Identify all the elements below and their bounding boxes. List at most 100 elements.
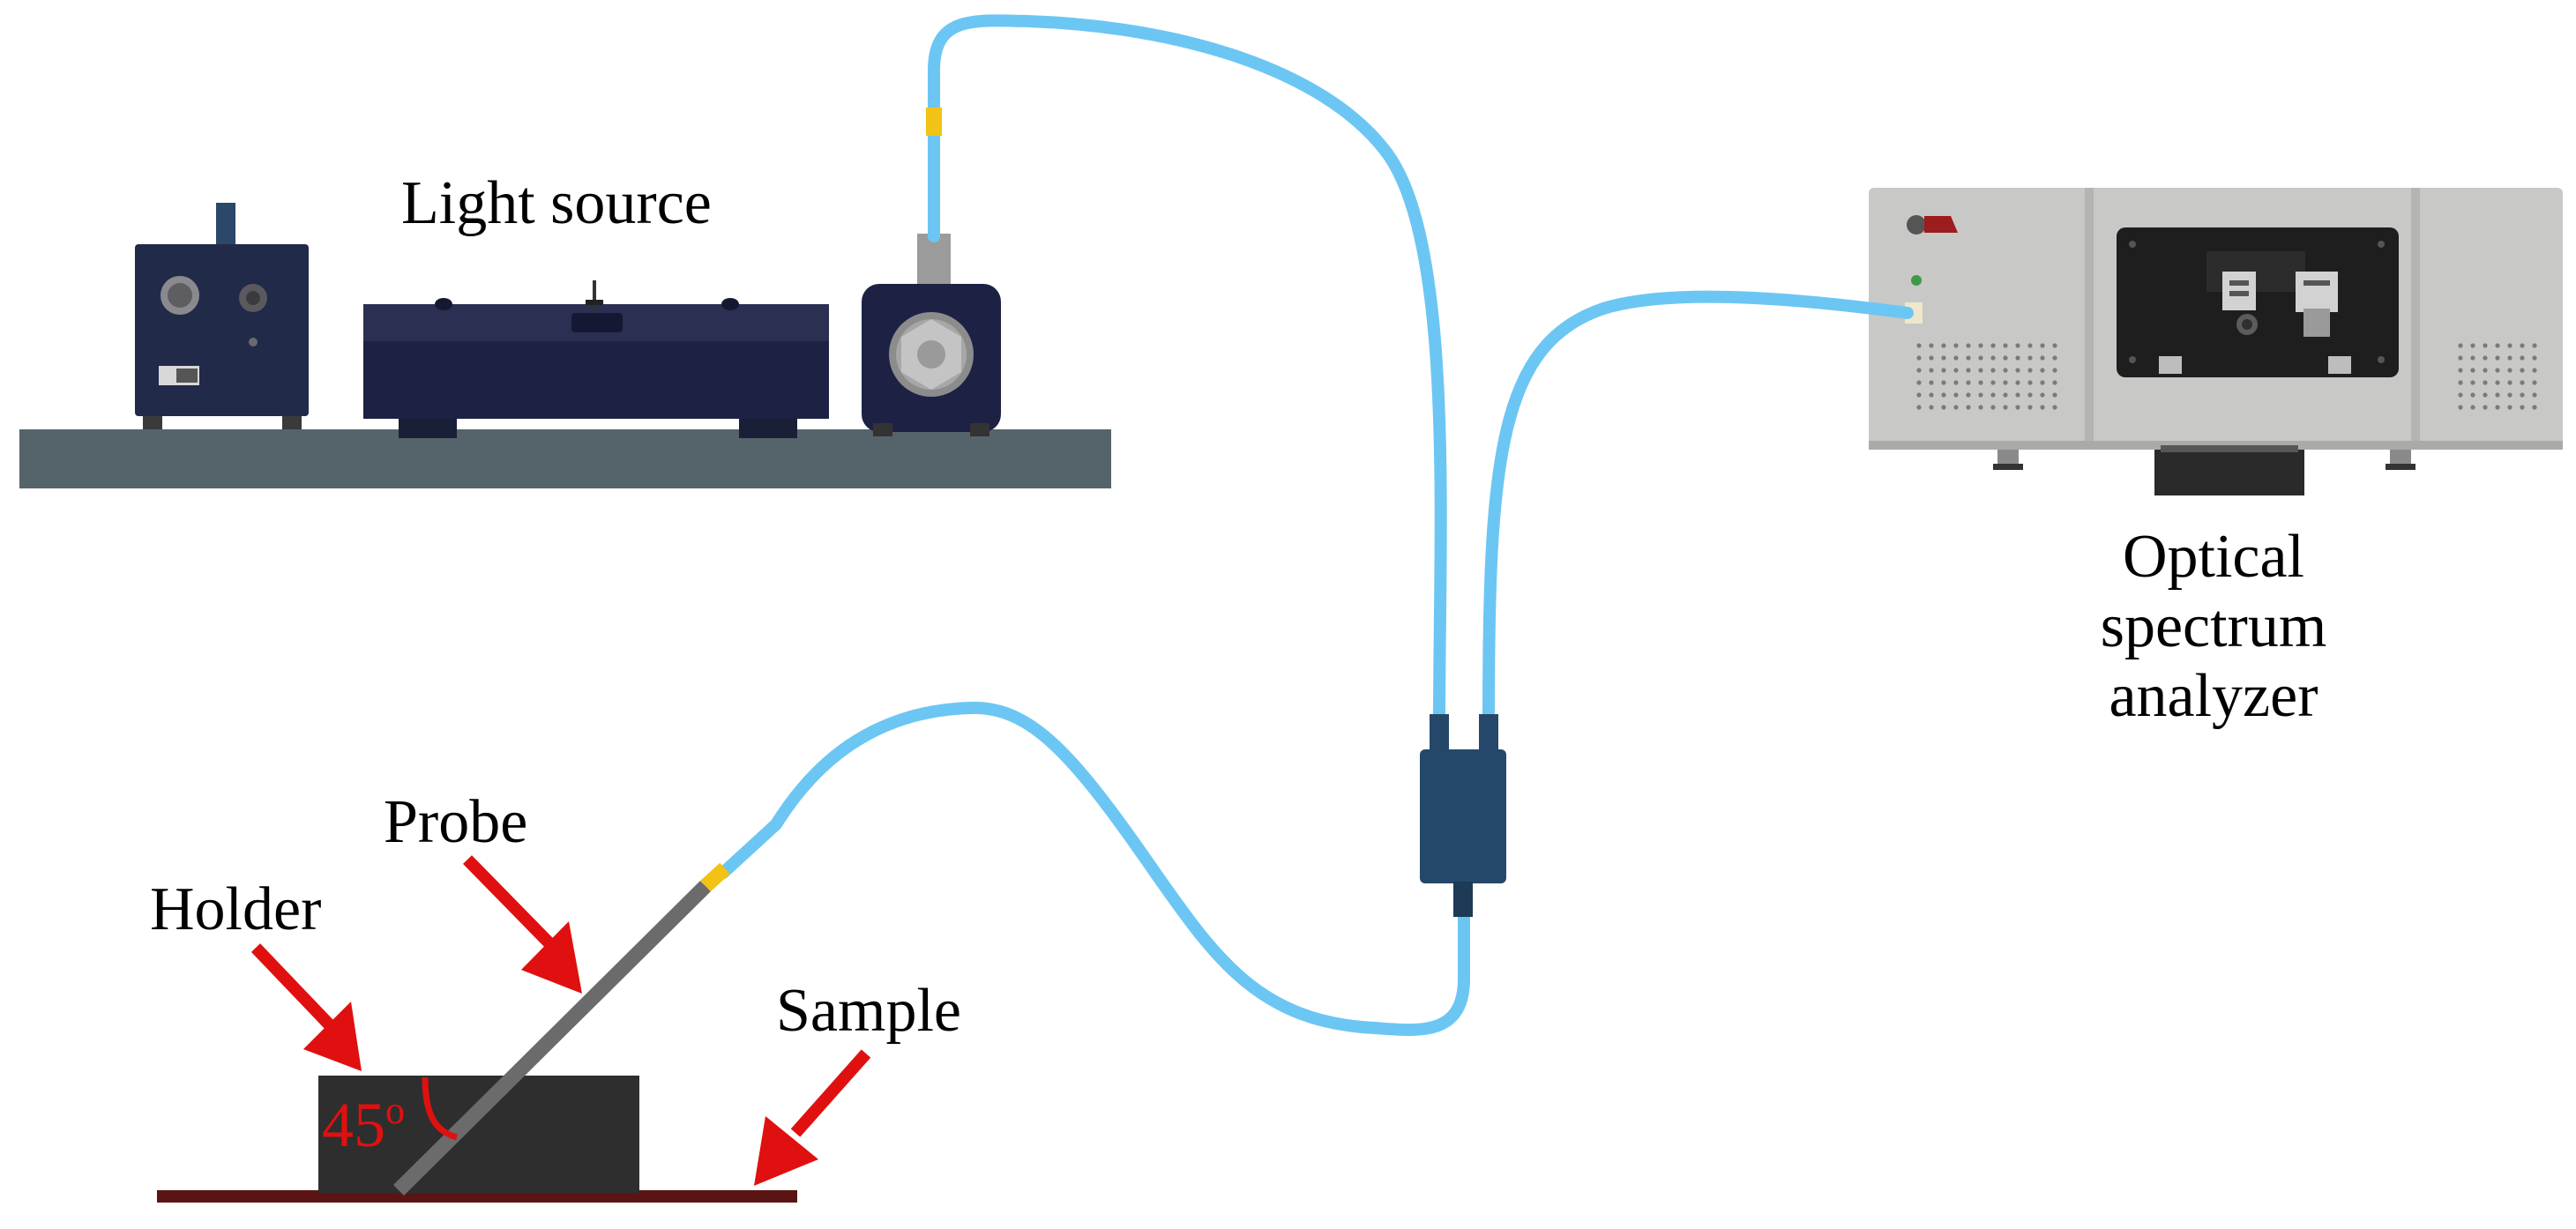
vent-hole	[1966, 392, 1971, 398]
vent-hole	[1978, 355, 1983, 361]
holder-arrow	[250, 943, 362, 1071]
vent-hole	[1929, 368, 1934, 373]
vent-hole	[2507, 405, 2513, 410]
vent-hole	[1953, 392, 1959, 398]
label-light-source: Light source	[401, 169, 712, 237]
vent-hole	[2015, 343, 2020, 348]
vent-hole	[1941, 368, 1946, 373]
vent-hole	[1916, 392, 1922, 398]
vent-hole	[2458, 392, 2463, 398]
vent-hole	[2015, 392, 2020, 398]
vent-hole	[1916, 368, 1922, 373]
label-optical-spectrum-analyzer: Optical spectrum analyzer	[2028, 522, 2399, 731]
vent-hole	[1953, 368, 1959, 373]
vent-hole	[2495, 380, 2500, 385]
vent-hole	[1916, 405, 1922, 410]
vent-hole	[2470, 355, 2475, 361]
vent-hole	[2458, 343, 2463, 348]
label-sample: Sample	[776, 977, 961, 1045]
vent-hole	[1929, 380, 1934, 385]
lamp-power-supply	[135, 203, 309, 429]
probe-rod	[393, 880, 711, 1196]
label-osa-line2: analyzer	[2109, 662, 2318, 731]
vent-hole	[2483, 368, 2488, 373]
vent-hole	[2507, 380, 2513, 385]
vent-hole	[1990, 355, 1996, 361]
annotation-arrows	[250, 855, 871, 1186]
vent-hole	[1929, 405, 1934, 410]
vent-hole	[2532, 405, 2537, 410]
vent-hole	[2052, 392, 2057, 398]
vent-hole	[1990, 343, 1996, 348]
vent-hole	[2532, 355, 2537, 361]
vent-hole	[2483, 343, 2488, 348]
vent-hole	[2483, 405, 2488, 410]
vent-hole	[1953, 380, 1959, 385]
vent-hole	[2052, 380, 2057, 385]
osa-vent-grille	[1916, 343, 2537, 410]
fiber-coupler-to-probe	[717, 701, 1470, 1037]
holder	[318, 1076, 639, 1193]
vent-hole	[1978, 405, 1983, 410]
label-angle: 45o	[322, 1091, 405, 1158]
vent-hole	[2532, 343, 2537, 348]
fiber-coupler-mount	[862, 234, 1001, 436]
lamp-housing	[363, 280, 829, 438]
vent-hole	[2052, 405, 2057, 410]
vent-hole	[1966, 343, 1971, 348]
fiber-osa-to-coupler	[1482, 290, 1914, 725]
angle-arc	[422, 1076, 459, 1141]
sample-arrow	[754, 1049, 871, 1186]
vent-hole	[2003, 355, 2008, 361]
vent-hole	[2470, 343, 2475, 348]
vent-hole	[2052, 368, 2057, 373]
vent-hole	[2003, 380, 2008, 385]
vent-hole	[2003, 343, 2008, 348]
label-holder: Holder	[150, 875, 322, 943]
fiber-source-to-coupler	[928, 14, 1447, 725]
vent-hole	[2483, 355, 2488, 361]
vent-hole	[2458, 380, 2463, 385]
vent-hole	[1941, 343, 1946, 348]
vent-hole	[2483, 380, 2488, 385]
vent-hole	[2495, 405, 2500, 410]
vent-hole	[2040, 355, 2045, 361]
label-probe: Probe	[384, 788, 528, 856]
vent-hole	[2015, 368, 2020, 373]
vent-hole	[2520, 380, 2525, 385]
label-osa-line1: Optical spectrum	[2100, 523, 2327, 661]
vent-hole	[1990, 392, 1996, 398]
vent-hole	[1941, 355, 1946, 361]
y-coupler	[1420, 714, 1506, 917]
vent-hole	[2495, 355, 2500, 361]
vent-hole	[2470, 405, 2475, 410]
vent-hole	[2052, 343, 2057, 348]
vent-hole	[2027, 392, 2033, 398]
probe-arrow	[462, 855, 582, 994]
vent-hole	[1978, 343, 1983, 348]
vent-hole	[2003, 392, 2008, 398]
vent-hole	[2495, 343, 2500, 348]
optical-spectrum-analyzer	[1869, 188, 2563, 495]
vent-hole	[1941, 405, 1946, 410]
vent-hole	[2040, 392, 2045, 398]
vent-hole	[2027, 380, 2033, 385]
vent-hole	[2027, 405, 2033, 410]
vent-hole	[1966, 380, 1971, 385]
vent-hole	[2532, 368, 2537, 373]
vent-hole	[1953, 405, 1959, 410]
vent-hole	[1953, 355, 1959, 361]
vent-hole	[2507, 343, 2513, 348]
vent-hole	[2520, 405, 2525, 410]
vent-hole	[1978, 368, 1983, 373]
vent-hole	[1953, 343, 1959, 348]
optical-table	[19, 429, 1111, 488]
vent-hole	[1941, 392, 1946, 398]
vent-hole	[2003, 368, 2008, 373]
vent-hole	[1929, 392, 1934, 398]
fiber-cables	[717, 14, 1914, 1037]
vent-hole	[2507, 368, 2513, 373]
vent-hole	[1990, 368, 1996, 373]
